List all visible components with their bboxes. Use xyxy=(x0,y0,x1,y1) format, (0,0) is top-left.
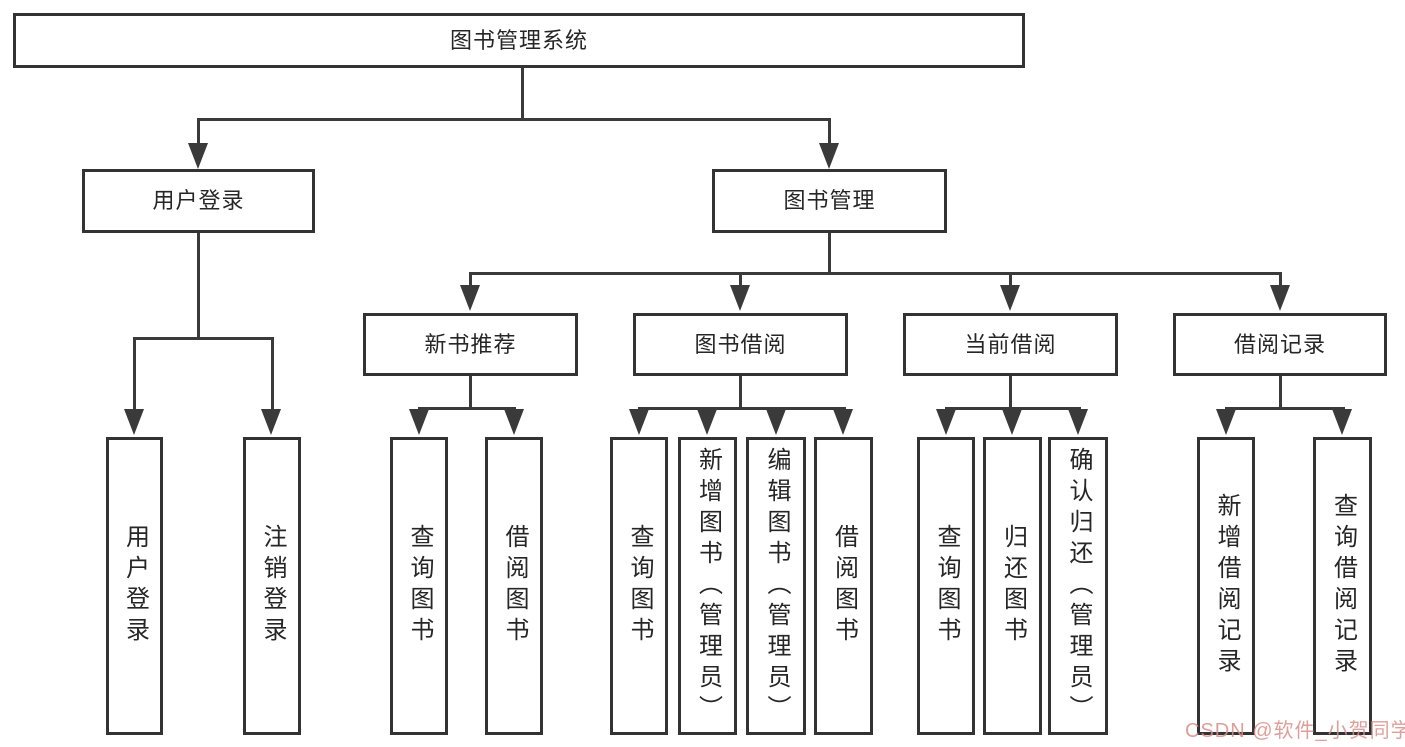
arrow-down-icon xyxy=(936,409,956,435)
leaf-confirm-return-admin: 确认归还（管理员） xyxy=(1048,437,1108,735)
connector-stem xyxy=(1279,376,1282,410)
leaf-borrow-books-recommend: 借阅图书 xyxy=(485,437,543,735)
arrow-down-icon xyxy=(697,409,717,435)
connector-branch xyxy=(945,407,1081,410)
leaf-user-login: 用户登录 xyxy=(106,437,163,735)
arrow-down-icon xyxy=(1000,285,1020,311)
connector-stem xyxy=(521,68,524,120)
arrow-down-icon xyxy=(833,409,853,435)
connector-stem xyxy=(197,233,200,340)
connector-branch xyxy=(638,407,846,410)
arrow-down-icon xyxy=(188,143,208,169)
connector-stem xyxy=(469,376,472,410)
leaf-add-borrow-record: 新增借阅记录 xyxy=(1197,437,1255,735)
connector-stem xyxy=(271,337,274,411)
leaf-logout: 注销登录 xyxy=(243,437,301,735)
node-user-login: 用户登录 xyxy=(82,169,315,233)
connector-branch xyxy=(1225,407,1345,410)
connector-stem xyxy=(1009,376,1012,410)
arrow-down-icon xyxy=(504,409,524,435)
arrow-down-icon xyxy=(409,409,429,435)
connector-branch xyxy=(197,118,831,121)
leaf-query-books-recommend: 查询图书 xyxy=(390,437,448,735)
arrow-down-icon xyxy=(1270,285,1290,311)
leaf-add-book-admin: 新增图书（管理员） xyxy=(678,437,737,735)
connector-stem xyxy=(133,337,136,411)
arrow-down-icon xyxy=(261,409,281,435)
arrow-down-icon xyxy=(1332,409,1352,435)
connector-branch xyxy=(133,337,274,340)
node-new-book-recommend: 新书推荐 xyxy=(363,313,578,376)
connector-stem xyxy=(469,272,472,288)
leaf-query-borrow-record: 查询借阅记录 xyxy=(1313,437,1372,735)
arrow-down-icon xyxy=(460,285,480,311)
arrow-down-icon xyxy=(1216,409,1236,435)
node-book-management: 图书管理 xyxy=(712,169,947,233)
leaf-borrow-books: 借阅图书 xyxy=(814,437,873,735)
arrow-down-icon xyxy=(819,143,839,169)
arrow-down-icon xyxy=(1068,409,1088,435)
connector-stem xyxy=(739,272,742,288)
connector-stem xyxy=(197,118,200,148)
arrow-down-icon xyxy=(766,409,786,435)
arrow-down-icon xyxy=(124,409,144,435)
leaf-query-books-current: 查询图书 xyxy=(917,437,975,735)
connector-stem xyxy=(1009,272,1012,288)
arrow-down-icon xyxy=(1002,409,1022,435)
connector-stem xyxy=(828,233,831,275)
connector-stem xyxy=(739,376,742,410)
node-current-borrow: 当前借阅 xyxy=(903,313,1118,376)
arrow-down-icon xyxy=(629,409,649,435)
arrow-down-icon xyxy=(730,285,750,311)
node-root-library-system: 图书管理系统 xyxy=(13,13,1025,68)
leaf-query-books-borrow: 查询图书 xyxy=(610,437,668,735)
connector-branch xyxy=(418,407,516,410)
node-borrow-records: 借阅记录 xyxy=(1173,313,1387,376)
connector-branch xyxy=(469,272,1282,275)
node-book-borrow: 图书借阅 xyxy=(633,313,848,376)
connector-stem xyxy=(828,118,831,148)
leaf-return-books: 归还图书 xyxy=(983,437,1042,735)
leaf-edit-book-admin: 编辑图书（管理员） xyxy=(746,437,806,735)
connector-stem xyxy=(1279,272,1282,288)
